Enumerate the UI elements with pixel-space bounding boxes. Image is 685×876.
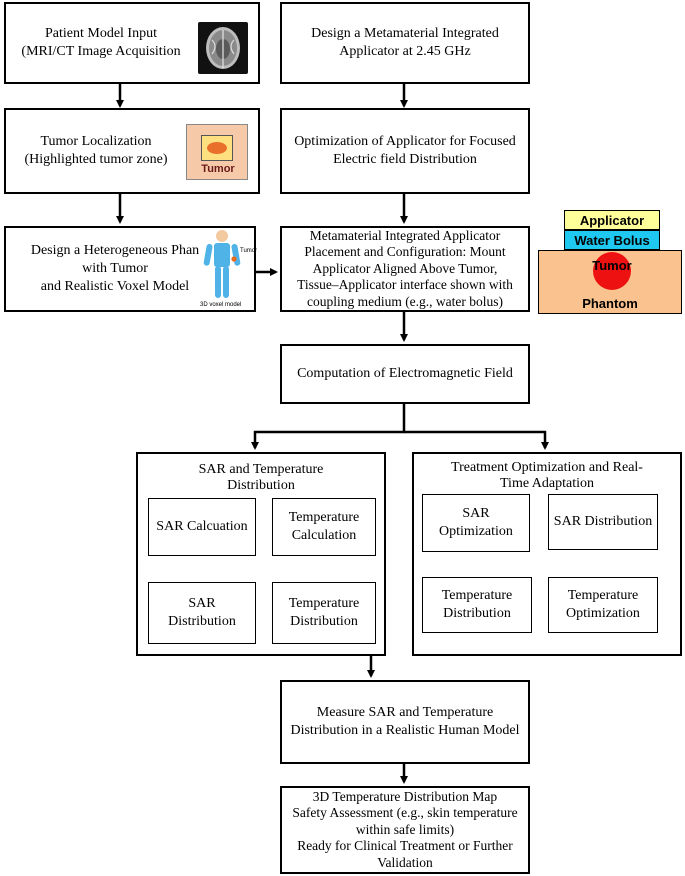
opt-sar-distribution-box: SAR Distribution — [548, 494, 658, 550]
brain-scan-icon — [206, 27, 240, 69]
applicator-stack-illustration: Applicator Water Bolus Phantom Tumor — [538, 210, 682, 314]
human-voxel-icon — [203, 230, 241, 298]
tumor-thumb-label: Tumor — [201, 163, 235, 175]
split-line — [251, 404, 406, 450]
optimization-applicator-box: Optimization of Applicator for Focused E… — [280, 108, 530, 194]
design-metamaterial-box: Design a Metamaterial Integrated Applica… — [280, 2, 530, 84]
heterogeneous-phantom-box: Design a Heterogeneous Phan with Tumor a… — [4, 226, 256, 312]
voxel-caption: 3D voxel model — [200, 302, 242, 308]
temperature-distribution-box: Temperature Distribution — [272, 582, 376, 644]
sar-group-title: SAR and Temperature Distribution — [198, 462, 324, 493]
optimization-group-title: Treatment Optimization and Real- Time Ad… — [451, 460, 643, 491]
voxel-tumor-label: Tumor — [240, 248, 258, 254]
applicator-layer: Applicator — [564, 210, 660, 230]
temperature-calculation-box: Temperature Calculation — [272, 498, 376, 556]
voxel-model-thumbnail: Tumor 3D voxel model — [198, 226, 258, 312]
sar-distribution-box: SAR Distribution — [148, 582, 256, 644]
measure-box: Measure SAR and Temperature Distribution… — [280, 680, 530, 764]
placement-box: Metamaterial Integrated Applicator Place… — [280, 226, 530, 312]
tumor-thumbnail: Tumor — [186, 124, 248, 180]
split-line-right — [404, 430, 549, 450]
sar-optimization-box: SAR Optimization — [422, 494, 530, 552]
water-bolus-layer: Water Bolus — [564, 230, 660, 250]
temperature-optimization-box: Temperature Optimization — [548, 577, 658, 633]
mri-thumbnail — [198, 22, 248, 74]
opt-temperature-distribution-box: Temperature Distribution — [422, 577, 532, 633]
sar-calculation-box: SAR Calcuation — [148, 498, 256, 556]
final-output-box: 3D Temperature Distribution Map Safety A… — [280, 786, 530, 874]
computation-box: Computation of Electromagnetic Field — [280, 344, 530, 404]
tumor-zone-highlight — [201, 135, 233, 161]
tumor-marker: Tumor — [592, 252, 632, 290]
